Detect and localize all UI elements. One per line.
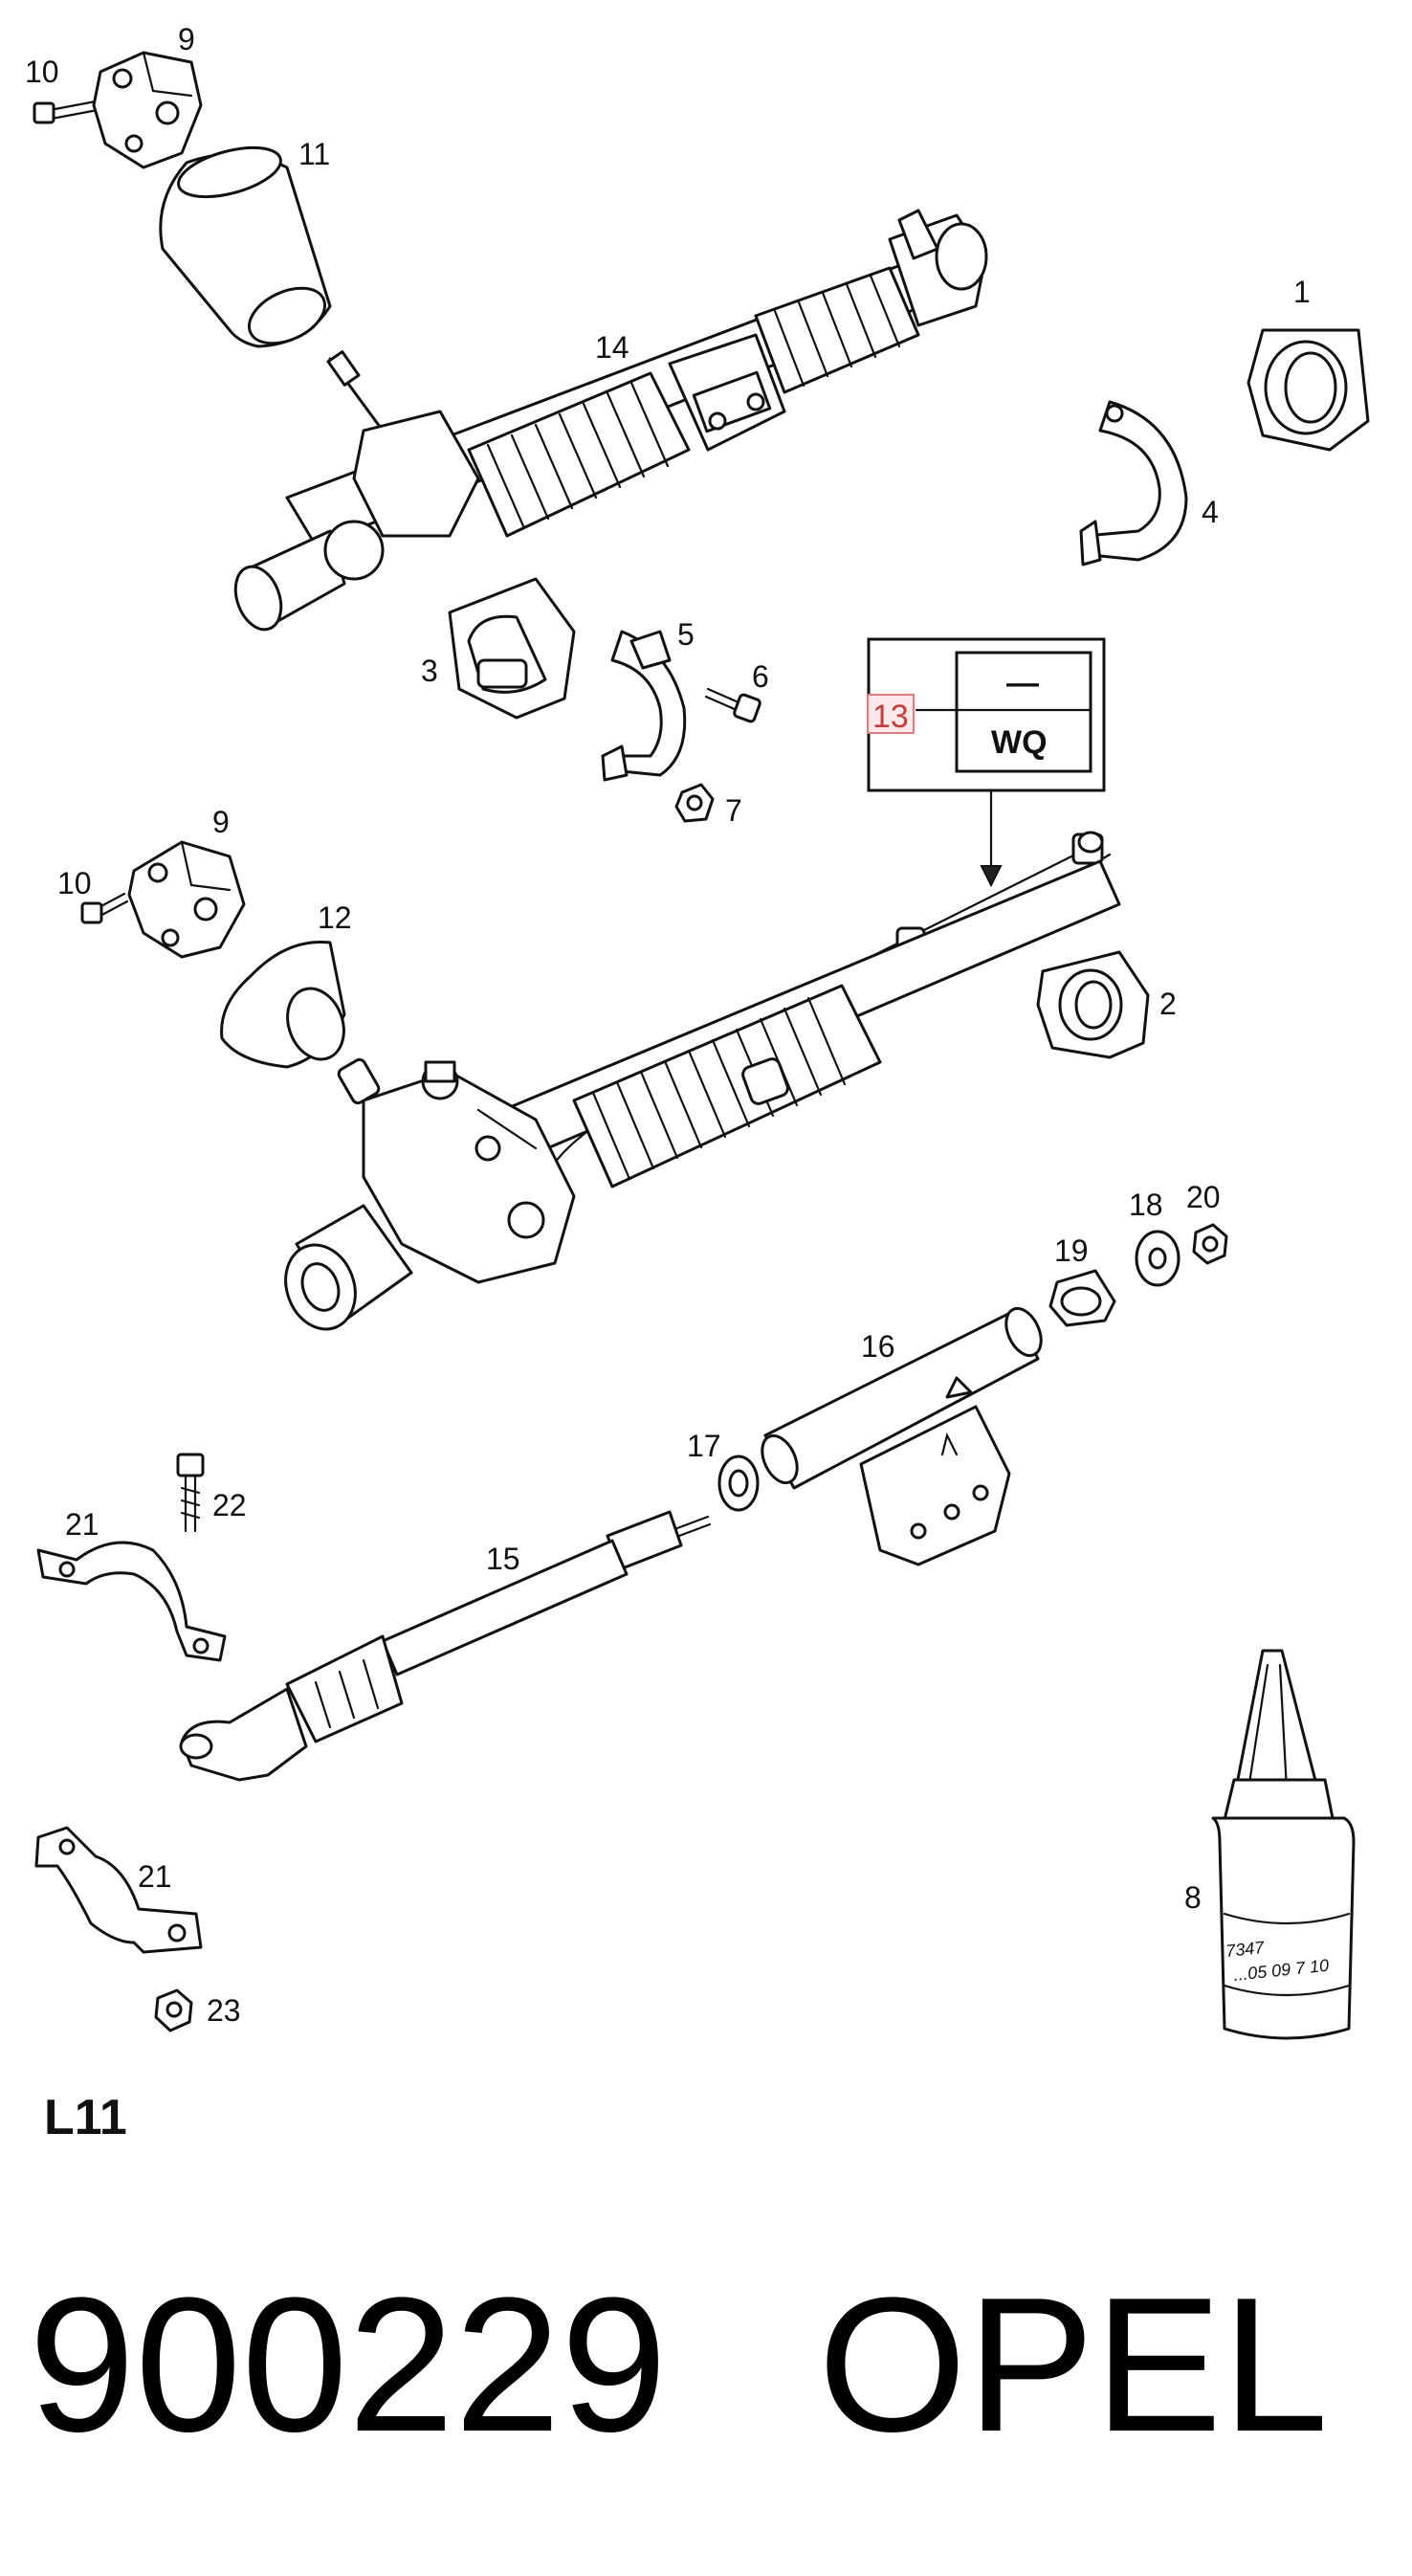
damper-tube-part-16 <box>761 1306 1043 1566</box>
bush-part-2 <box>1036 950 1150 1059</box>
clamp-part-5 <box>601 630 687 782</box>
callout-20: 20 <box>1186 1180 1221 1214</box>
reference-box: 13 — WQ <box>867 637 1106 888</box>
callout-8: 8 <box>1184 1880 1202 1915</box>
callout-7: 7 <box>725 793 742 828</box>
bracket-part-9-middle <box>127 840 246 959</box>
code-bottom: WQ <box>991 724 1048 761</box>
callout-1: 1 <box>1293 275 1311 309</box>
code-box <box>955 651 1092 773</box>
callout-15: 15 <box>486 1542 520 1576</box>
bracket-part-9-top <box>92 51 203 169</box>
callout-4: 4 <box>1202 495 1219 529</box>
callout-16: 16 <box>861 1329 895 1364</box>
callout-18: 18 <box>1129 1188 1163 1222</box>
bush-part-3 <box>448 577 576 720</box>
bottle-label-line-1: 7347 <box>1224 1938 1266 1961</box>
bolt-part-10-middle <box>80 892 129 924</box>
section-label: L11 <box>44 2090 127 2145</box>
callout-21-lower: 21 <box>138 1859 172 1894</box>
washer-part-18 <box>1135 1230 1180 1287</box>
clamp-part-21-lower <box>34 1826 203 1954</box>
callout-17: 17 <box>687 1429 721 1463</box>
bellows-left-upper <box>467 371 691 538</box>
callout-19: 19 <box>1054 1233 1089 1268</box>
callout-10-middle: 10 <box>57 866 92 900</box>
bush-part-17 <box>717 1455 760 1512</box>
part-13-label: 13 <box>872 699 909 735</box>
steering-rack-part-14 <box>233 209 988 632</box>
callout-3: 3 <box>421 654 438 688</box>
callout-21-upper: 21 <box>65 1507 99 1542</box>
bolt-part-6 <box>704 687 761 723</box>
bellows-right-upper <box>754 266 920 394</box>
callout-23: 23 <box>207 1993 241 2028</box>
callout-22: 22 <box>212 1488 247 1522</box>
nut-part-23 <box>154 1988 193 2032</box>
power-steering-gear-part-13 <box>284 831 1121 1331</box>
code-top: — <box>1006 665 1039 701</box>
callout-9-top: 9 <box>178 22 195 56</box>
callout-5: 5 <box>677 617 695 652</box>
steering-damper-part-15 <box>179 1510 712 1782</box>
brand-name: OPEL <box>818 2258 1329 2472</box>
bolt-part-22 <box>176 1453 205 1533</box>
callout-10-top: 10 <box>25 55 59 89</box>
callout-12: 12 <box>318 900 352 935</box>
callout-6: 6 <box>752 659 769 694</box>
callout-9-middle: 9 <box>212 805 230 839</box>
part-13-highlight <box>867 694 915 734</box>
callout-11: 11 <box>298 137 330 171</box>
callout-2: 2 <box>1159 987 1177 1021</box>
nut-part-7 <box>674 783 715 823</box>
nut-part-20 <box>1192 1223 1228 1265</box>
reference-arrow-head <box>980 865 1003 888</box>
clamp-part-4 <box>1079 400 1188 566</box>
bush-part-19 <box>1048 1269 1116 1327</box>
boot-part-11 <box>159 145 332 348</box>
adhesive-bottle-part-8: 7347 ...05 09 7 10 <box>1211 1649 1356 2040</box>
bolt-part-10-top <box>33 100 99 124</box>
boot-part-12 <box>220 940 346 1069</box>
clamp-part-21-upper <box>36 1541 227 1662</box>
catalog-number: 900229 <box>29 2258 667 2472</box>
bellows-lower <box>572 984 882 1188</box>
bush-part-1 <box>1247 328 1370 452</box>
callout-14: 14 <box>595 330 629 365</box>
